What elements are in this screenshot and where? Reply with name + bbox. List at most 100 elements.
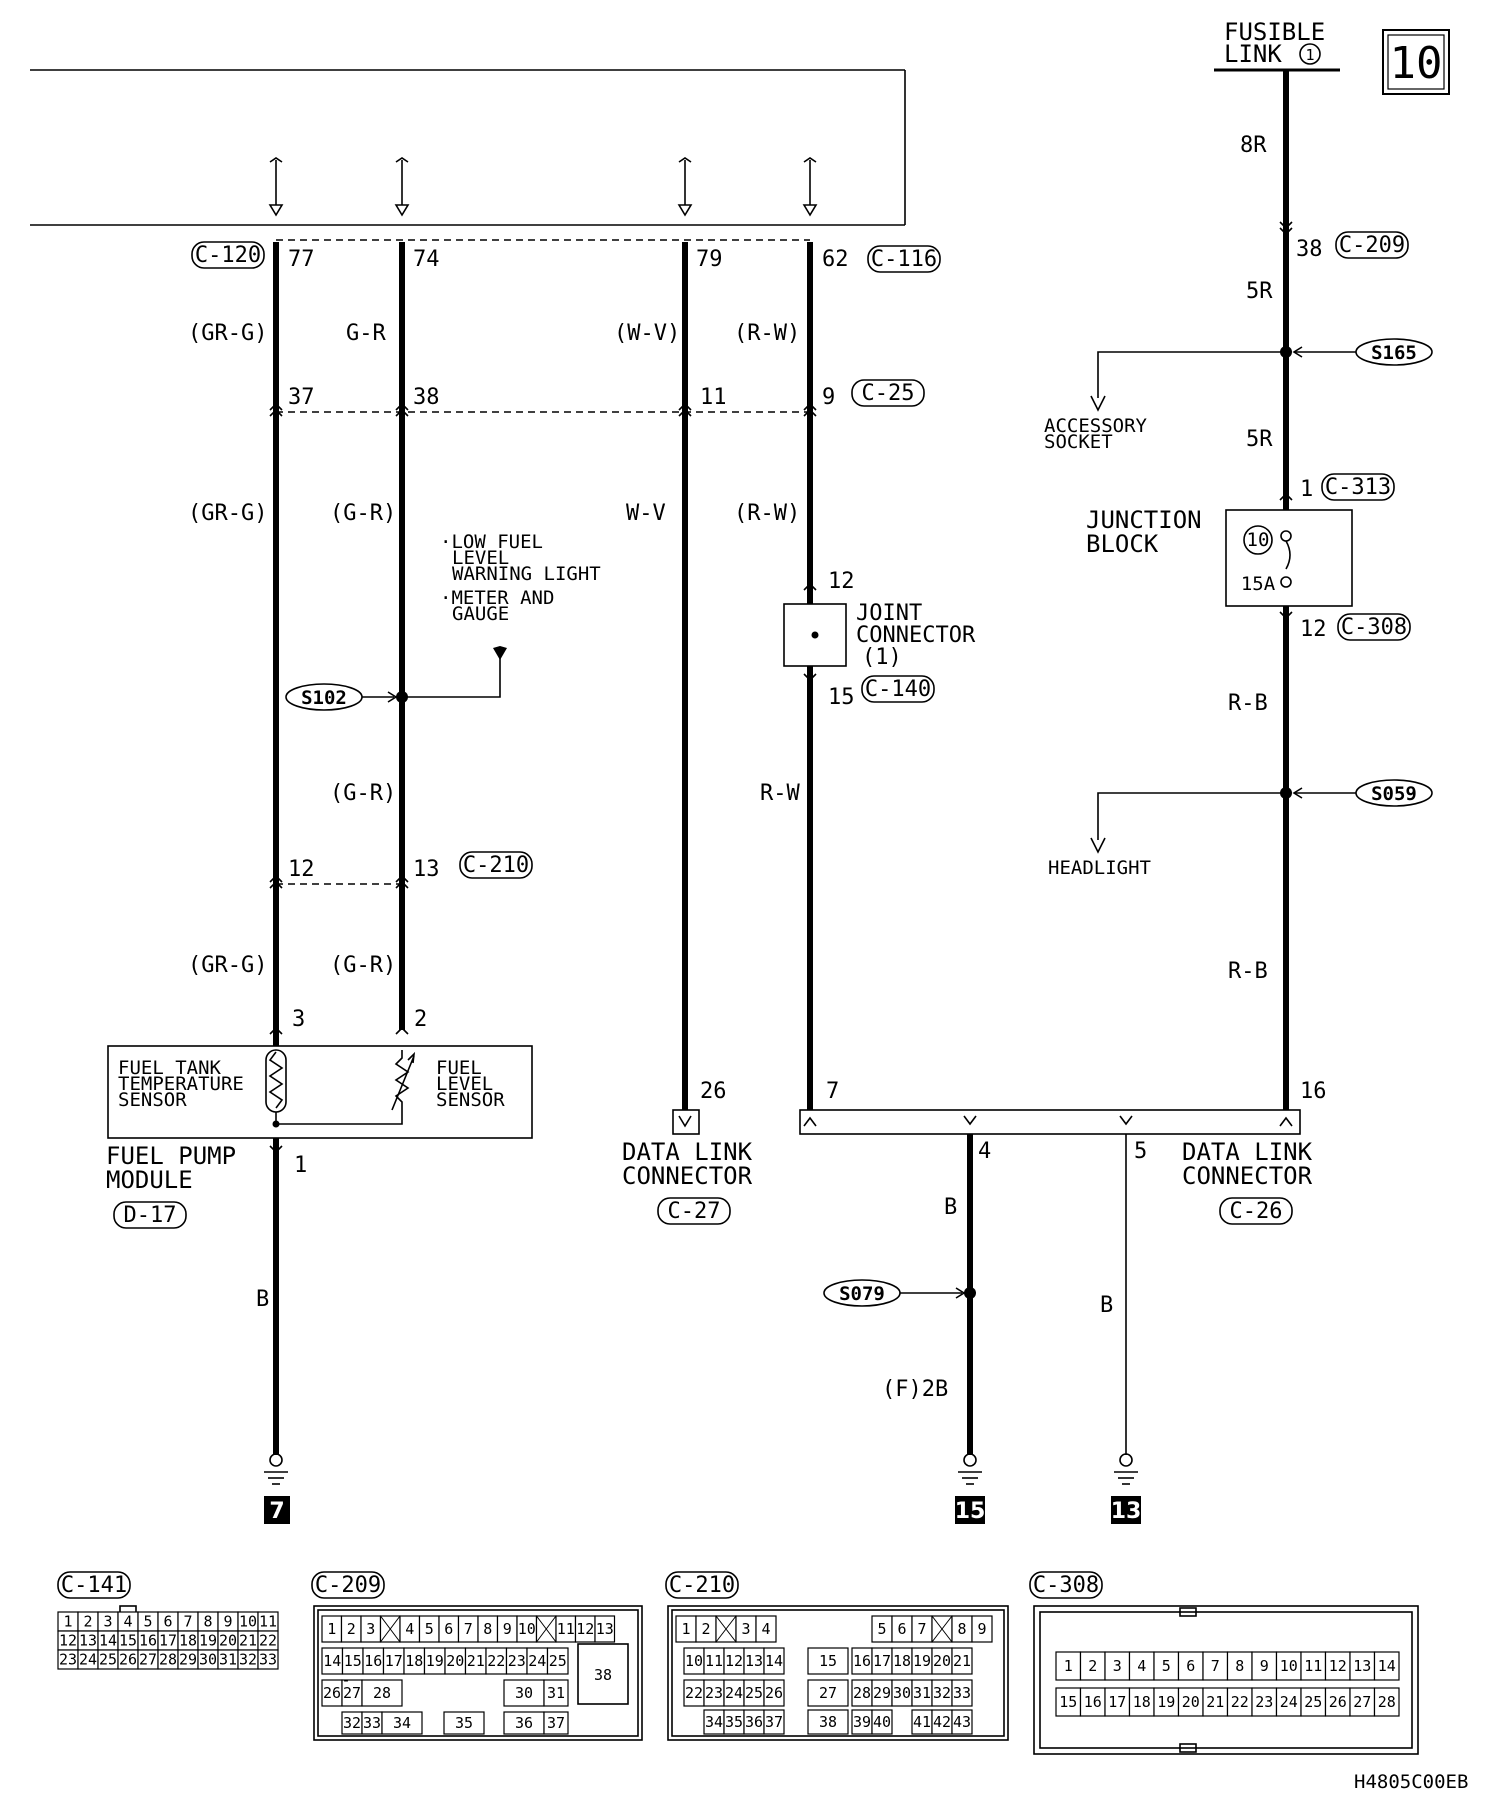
- c308-pin-cell: 15: [1055, 1687, 1082, 1717]
- svg-text:22: 22: [487, 1652, 505, 1670]
- wire-color-r-b-2: R-B: [1228, 959, 1268, 984]
- svg-text:14: 14: [323, 1652, 341, 1670]
- c141-pin-cell: 11: [257, 1611, 279, 1632]
- svg-text:16: 16: [139, 1632, 157, 1650]
- svg-text:13: 13: [79, 1632, 97, 1650]
- pin-77: 77: [288, 247, 315, 272]
- svg-text:19: 19: [913, 1652, 931, 1670]
- c209-pin-cell: 31: [543, 1679, 569, 1707]
- svg-text:20: 20: [933, 1652, 951, 1670]
- c209-pin-cell: 5: [418, 1615, 440, 1643]
- c209-pin-cell: 6: [438, 1615, 460, 1643]
- c141-pin-cell: 16: [137, 1630, 159, 1651]
- svg-text:10: 10: [518, 1620, 536, 1638]
- c210-pin-cell: 35: [723, 1709, 745, 1735]
- svg-text:13: 13: [745, 1652, 763, 1670]
- c209-pin-cell: 23: [505, 1647, 528, 1675]
- svg-text:26: 26: [765, 1684, 783, 1702]
- c210-pin-cell: 8: [951, 1615, 973, 1643]
- c141-pin-cell: 30: [197, 1649, 219, 1670]
- svg-text:13: 13: [596, 1620, 614, 1638]
- svg-text:JUNCTION: JUNCTION: [1086, 506, 1202, 534]
- c308-pin-cell: 10: [1275, 1651, 1302, 1681]
- c-25-label: C-25: [851, 379, 925, 407]
- c210-pin-cell: 42: [931, 1709, 953, 1735]
- pin-3: 3: [292, 1007, 305, 1032]
- fusible-link-number: 1: [1305, 46, 1314, 64]
- wire-color-gr-g-2: (GR-G): [188, 501, 267, 526]
- wire-color-5r-2: 5R: [1246, 427, 1273, 452]
- c210-pin-cell: [931, 1615, 953, 1643]
- c210-pin-cell: 38: [807, 1709, 849, 1735]
- c141-pin-cell: 12: [57, 1630, 79, 1651]
- c308-pin-cell: 5: [1153, 1651, 1180, 1681]
- c210-pin-cell: 28: [851, 1679, 873, 1707]
- svg-text:27: 27: [819, 1684, 837, 1702]
- c210-pin-cell: 6: [891, 1615, 913, 1643]
- pin-5: 5: [1134, 1139, 1147, 1164]
- c210-pin-cell: 15: [807, 1647, 849, 1675]
- svg-text:1: 1: [327, 1620, 336, 1638]
- wire-color-b-1: B: [256, 1287, 269, 1312]
- svg-text:36: 36: [745, 1713, 763, 1731]
- c209-pin-cell: 4: [399, 1615, 421, 1643]
- c308-pin-cell: 16: [1079, 1687, 1106, 1717]
- svg-text:20: 20: [446, 1652, 464, 1670]
- c210-pin-cell: 12: [723, 1647, 745, 1675]
- svg-text:3: 3: [1113, 1657, 1122, 1675]
- svg-text:30: 30: [893, 1684, 911, 1702]
- svg-text:6: 6: [1186, 1657, 1195, 1675]
- c308-pin-cell: 4: [1128, 1651, 1155, 1681]
- pin-38-c209: 38: [1296, 237, 1323, 262]
- svg-text:·METER AND: ·METER AND: [440, 587, 554, 609]
- pin-11: 11: [700, 385, 727, 410]
- svg-text:10: 10: [239, 1613, 257, 1631]
- svg-text:2: 2: [1088, 1657, 1097, 1675]
- svg-text:33: 33: [953, 1684, 971, 1702]
- svg-text:7: 7: [917, 1620, 926, 1638]
- svg-text:39: 39: [853, 1713, 871, 1731]
- svg-text:10: 10: [1280, 1657, 1298, 1675]
- pin-2: 2: [414, 1007, 427, 1032]
- svg-text:34: 34: [393, 1714, 411, 1732]
- svg-text:10: 10: [1247, 529, 1270, 551]
- svg-text:5: 5: [143, 1613, 152, 1631]
- svg-text:35: 35: [455, 1714, 473, 1732]
- c141-pin-cell: 21: [237, 1630, 259, 1651]
- svg-text:40: 40: [873, 1713, 891, 1731]
- svg-text:9: 9: [977, 1620, 986, 1638]
- pin-74: 74: [413, 247, 440, 272]
- c209-pin-cell: 20: [444, 1647, 467, 1675]
- pin-16: 16: [1300, 1079, 1327, 1104]
- svg-text:31: 31: [547, 1684, 565, 1702]
- joint-connector: 12 JOINT CONNECTOR (1) 15 C-140: [783, 569, 976, 710]
- svg-text:12: 12: [59, 1632, 77, 1650]
- svg-text:6: 6: [163, 1613, 172, 1631]
- c210-pin-cell: 22: [683, 1679, 705, 1707]
- svg-text:7: 7: [183, 1613, 192, 1631]
- svg-text:C-25: C-25: [862, 381, 915, 406]
- svg-text:15: 15: [955, 1499, 986, 1524]
- c209-pin-cell: 1: [321, 1615, 343, 1643]
- svg-text:18: 18: [179, 1632, 197, 1650]
- pin-15-joint: 15: [828, 685, 855, 710]
- svg-text:8: 8: [1235, 1657, 1244, 1675]
- wire-color-w-v: (W-V): [614, 321, 680, 346]
- svg-text:17: 17: [385, 1652, 403, 1670]
- low-fuel-warning-label: ·LOW FUEL LEVEL WARNING LIGHT ·METER AND…: [440, 531, 601, 625]
- svg-text:7: 7: [1211, 1657, 1220, 1675]
- c308-pin-cell: 6: [1177, 1651, 1204, 1681]
- c141-pin-cell: 26: [117, 1649, 139, 1670]
- svg-text:CONNECTOR: CONNECTOR: [856, 623, 976, 648]
- svg-text:22: 22: [259, 1632, 277, 1650]
- svg-text:25: 25: [745, 1684, 763, 1702]
- svg-text:C-141: C-141: [61, 1573, 127, 1598]
- c210-pin-cell: 5: [871, 1615, 893, 1643]
- svg-text:C-27: C-27: [668, 1199, 721, 1224]
- svg-text:32: 32: [239, 1651, 257, 1669]
- c308-pin-cell: 12: [1324, 1651, 1351, 1681]
- splice-s079: S079: [823, 1279, 976, 1307]
- c209-pin-cell: [535, 1615, 557, 1643]
- svg-text:2: 2: [701, 1620, 710, 1638]
- document-code: H4805C00EB: [1354, 1771, 1468, 1793]
